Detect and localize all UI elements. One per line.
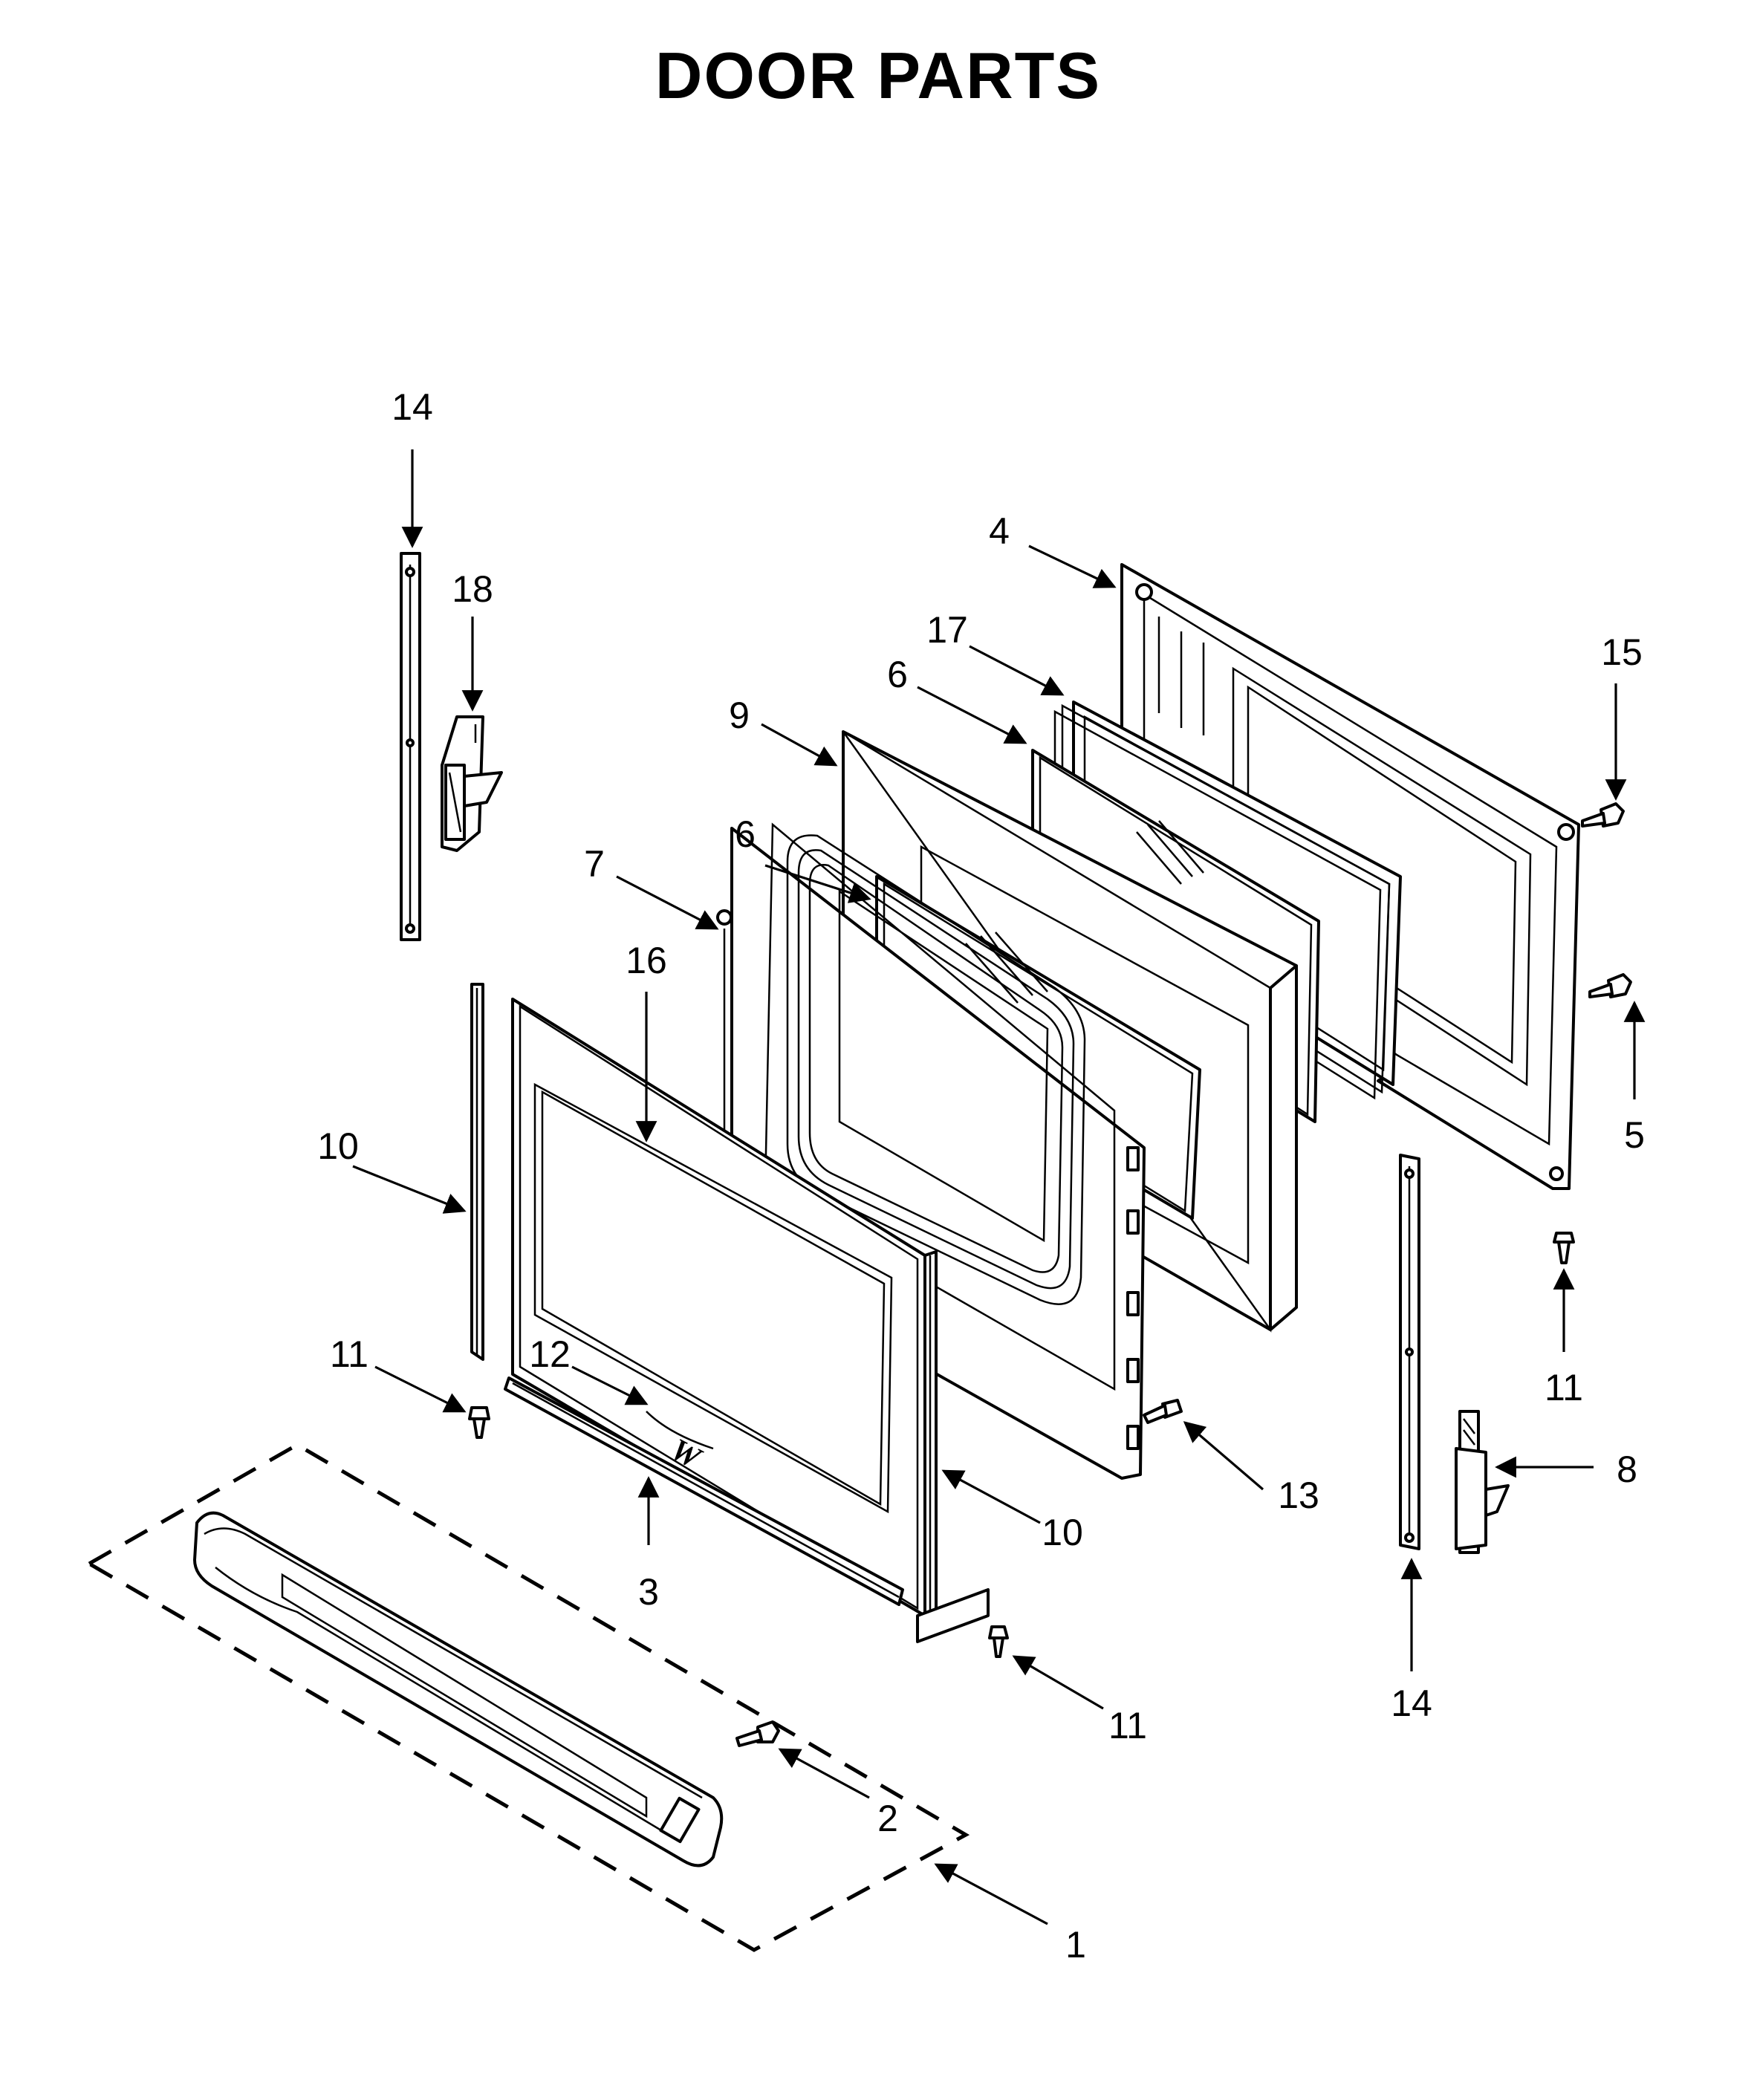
screw-11-bottom [988,1625,1009,1658]
callout-6-upper[interactable]: 6 [887,654,908,695]
page-title: DOOR PARTS [655,39,1101,112]
screw-2 [735,1720,780,1747]
leader-11-left [374,1365,467,1413]
door-handle-assembly [85,1443,970,1952]
leader-2 [778,1748,870,1799]
callout-1[interactable]: 1 [1065,1924,1086,1966]
leader-11-bottom [1012,1655,1104,1710]
hinge-channel-left [400,552,421,941]
leader-12 [571,1365,649,1405]
outer-door-frame: W [511,998,926,1617]
callout-10-right[interactable]: 10 [1042,1512,1083,1553]
side-trim-right [916,1250,990,1643]
leader-13 [1183,1421,1264,1491]
callout-18[interactable]: 18 [452,568,493,610]
leader-9 [761,723,838,767]
callout-14-right[interactable]: 14 [1391,1683,1432,1724]
callout-15[interactable]: 15 [1601,631,1643,673]
screw-5 [1588,973,1632,998]
callout-11-left[interactable]: 11 [330,1333,368,1375]
callout-2[interactable]: 2 [877,1798,898,1839]
callout-3[interactable]: 3 [638,1571,659,1613]
leader-1 [934,1863,1048,1925]
callout-11-bottom[interactable]: 11 [1108,1705,1147,1746]
leader-lines [352,449,1646,1925]
leader-10-left [352,1165,467,1214]
callout-17[interactable]: 17 [926,609,968,651]
leader-4 [1028,544,1117,588]
callout-5[interactable]: 5 [1624,1114,1645,1156]
screw-15 [1581,802,1625,828]
callout-9[interactable]: 9 [729,695,750,736]
leader-10-right [941,1469,1041,1524]
screw-11-left [468,1406,490,1439]
callout-13[interactable]: 13 [1278,1475,1319,1516]
callout-4[interactable]: 4 [989,510,1010,552]
callout-11-right[interactable]: 11 [1545,1367,1583,1408]
hinge-left [441,715,503,852]
callout-10-left[interactable]: 10 [317,1125,359,1167]
callout-7[interactable]: 7 [584,843,605,885]
callout-6-lower[interactable]: 6 [735,813,756,855]
leader-6-upper [917,686,1027,744]
side-trim-left [470,983,484,1361]
callout-8[interactable]: 8 [1617,1449,1637,1490]
hinge-right [1455,1410,1510,1554]
leader-17 [969,645,1065,696]
screw-11-right [1553,1232,1575,1264]
callout-16[interactable]: 16 [626,940,667,981]
bottom-trim [504,1376,904,1606]
callout-labels: 14 18 4 17 6 9 6 7 16 10 11 12 3 10 13 1… [317,386,1645,1966]
hinge-channel-right [1399,1154,1420,1550]
leader-7 [616,875,719,930]
screw-13 [1143,1399,1183,1424]
callout-12[interactable]: 12 [529,1333,571,1375]
callout-14-left[interactable]: 14 [392,386,433,428]
leader-6-lower [764,864,871,903]
